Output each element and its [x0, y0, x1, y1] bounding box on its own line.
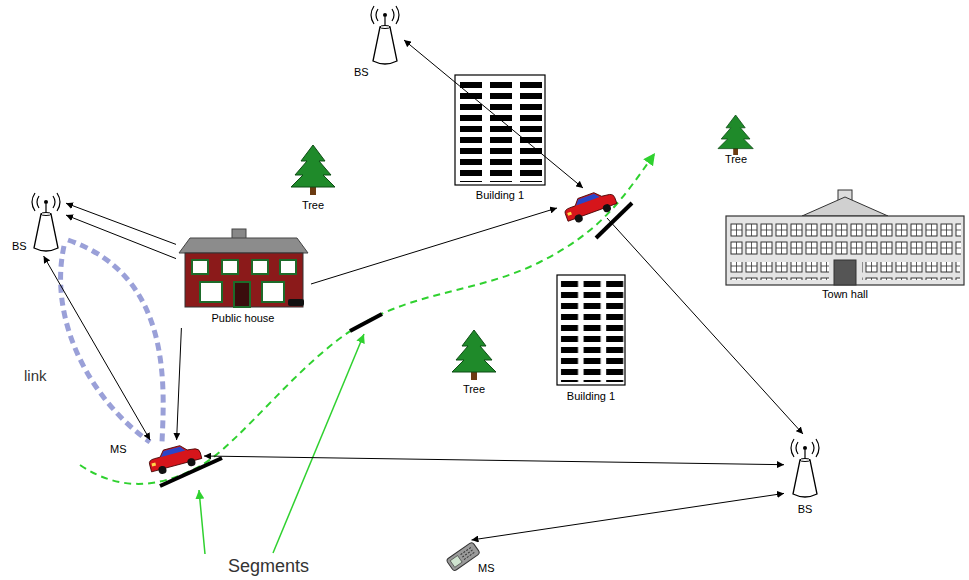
car-symbol: [147, 441, 203, 477]
radio-link: [66, 203, 176, 244]
radio-link: [472, 493, 785, 540]
tree-node: Tree: [450, 328, 494, 398]
tower-node: BS: [784, 436, 826, 518]
radio-link: [311, 208, 557, 284]
building-node: Building 1: [553, 271, 629, 406]
town-hall-symbol: [726, 190, 964, 285]
route-path: [80, 153, 655, 484]
link-label: link: [24, 367, 47, 384]
tower-symbol: [791, 439, 819, 497]
mobile-node: MS: [106, 440, 204, 480]
radio-link: [44, 256, 151, 440]
building-symbol: [557, 275, 625, 385]
node-label: Town hall: [822, 288, 868, 301]
node-label: Building 1: [476, 189, 524, 202]
node-label: Tree: [302, 199, 324, 212]
car-symbol: [562, 187, 619, 226]
node-label: BS: [12, 240, 27, 253]
node-label: MS: [110, 443, 127, 456]
phone-symbol: [446, 542, 480, 572]
tower-symbol: [371, 6, 399, 64]
leader-arrow: [273, 334, 364, 553]
building-symbol: [455, 75, 545, 185]
segments-label: Segments: [228, 556, 309, 577]
tree-symbol: [452, 330, 496, 380]
building-windows: [558, 279, 624, 382]
radio-link: [607, 218, 803, 434]
mobile-node: MS: [443, 540, 500, 578]
link-loop: [68, 240, 163, 442]
link-loop: [61, 246, 150, 442]
building-windows: [456, 80, 544, 182]
town-hall-node: Town hall: [723, 186, 966, 304]
radio-link: [204, 456, 784, 465]
tree-symbol: [291, 145, 335, 195]
tree-symbol: [718, 115, 753, 155]
public-house-node: Public house: [176, 226, 310, 328]
tower-symbol: [32, 193, 60, 251]
node-label: Tree: [463, 383, 485, 396]
node-label: Public house: [212, 312, 275, 325]
public-house-symbol: [179, 229, 308, 307]
route-segment: [350, 314, 382, 331]
node-label: MS: [478, 562, 495, 575]
node-label: Building 1: [567, 390, 615, 403]
tower-node: BS: [352, 3, 405, 82]
radio-link: [66, 215, 176, 259]
building-node: Building 1: [453, 73, 547, 205]
tower-node: BS: [10, 190, 66, 256]
leader-arrow: [199, 490, 205, 554]
node-label: Tree: [725, 153, 747, 166]
node-label: BS: [354, 66, 369, 79]
radio-link: [177, 328, 182, 440]
tree-node: Tree: [716, 113, 756, 167]
radio-link: [404, 40, 583, 188]
node-label: BS: [798, 503, 813, 516]
tree-node: Tree: [288, 143, 337, 214]
